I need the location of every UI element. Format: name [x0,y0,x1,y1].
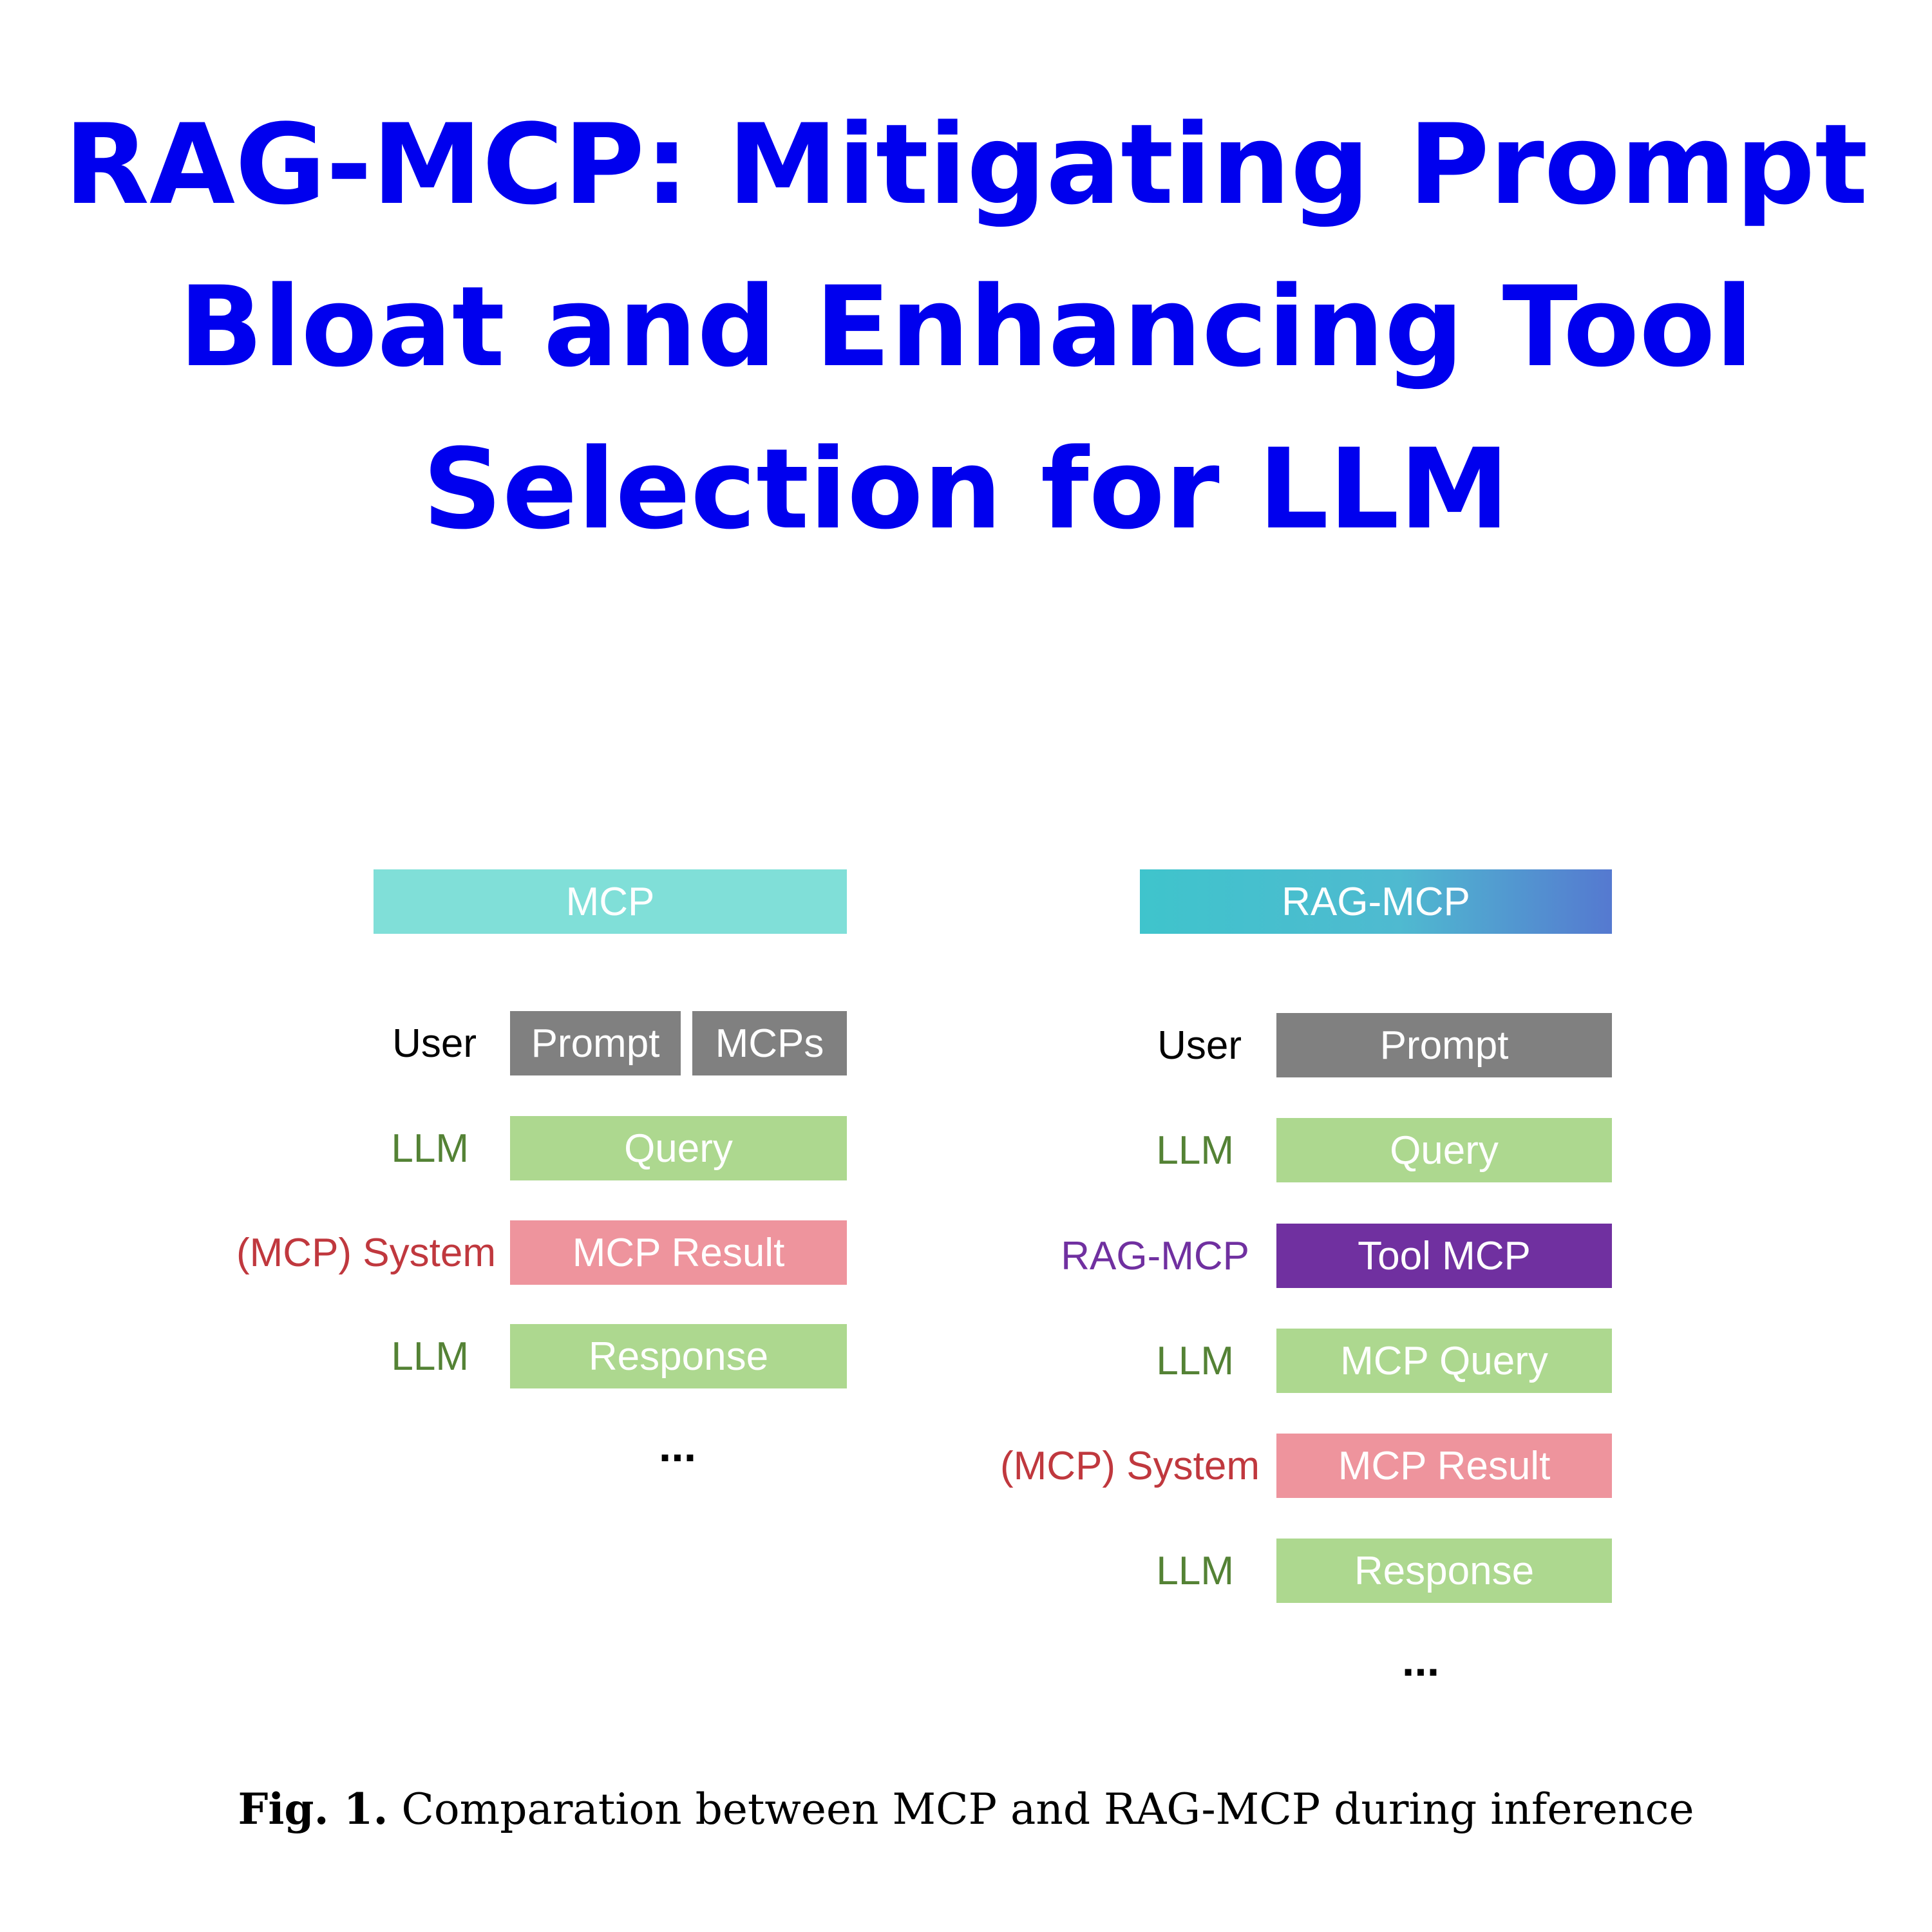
mcp-result-box: MCP Result [510,1220,847,1285]
rag-role-llm-2: LLM [1156,1338,1234,1383]
rag-prompt-box: Prompt [1276,1013,1612,1077]
rag-mcp-header: RAG-MCP [1140,869,1612,934]
title-line-2: Bloat and Enhancing Tool [178,262,1754,392]
mcp-role-llm-2: LLM [391,1334,469,1379]
rag-role-ragmcp: RAG-MCP [1061,1233,1249,1278]
mcp-response-box: Response [510,1324,847,1388]
caption-text: Comparation between MCP and RAG-MCP duri… [401,1785,1694,1834]
rag-role-system: (MCP) System [1000,1443,1260,1488]
mcp-mcps-box: MCPs [692,1011,847,1075]
rag-query-box: Query [1276,1118,1612,1182]
rag-response-box: Response [1276,1539,1612,1603]
rag-ellipsis: ... [1401,1635,1440,1685]
mcp-header: MCP [374,869,847,934]
mcp-query-box: Query [510,1116,847,1180]
caption-label: Fig. 1. [238,1784,388,1834]
title-line-3: Selection for LLM [422,424,1510,554]
paper-title: RAG-MCP: Mitigating Prompt Bloat and Enh… [0,84,1932,571]
rag-role-user: User [1157,1023,1242,1068]
mcp-role-system: (MCP) System [236,1230,496,1275]
mcp-ellipsis: ... [658,1421,697,1471]
rag-role-llm-1: LLM [1156,1128,1234,1173]
rag-tool-mcp-box: Tool MCP [1276,1224,1612,1288]
title-line-1: RAG-MCP: Mitigating Prompt [64,100,1868,229]
figure-caption: Fig. 1. Comparation between MCP and RAG-… [0,1784,1932,1834]
rag-mcp-result-box: MCP Result [1276,1434,1612,1498]
mcp-prompt-box: Prompt [510,1011,681,1075]
mcp-role-user: User [392,1021,477,1066]
mcp-role-llm-1: LLM [391,1126,469,1171]
rag-mcp-query-box: MCP Query [1276,1329,1612,1393]
rag-role-llm-3: LLM [1156,1548,1234,1593]
